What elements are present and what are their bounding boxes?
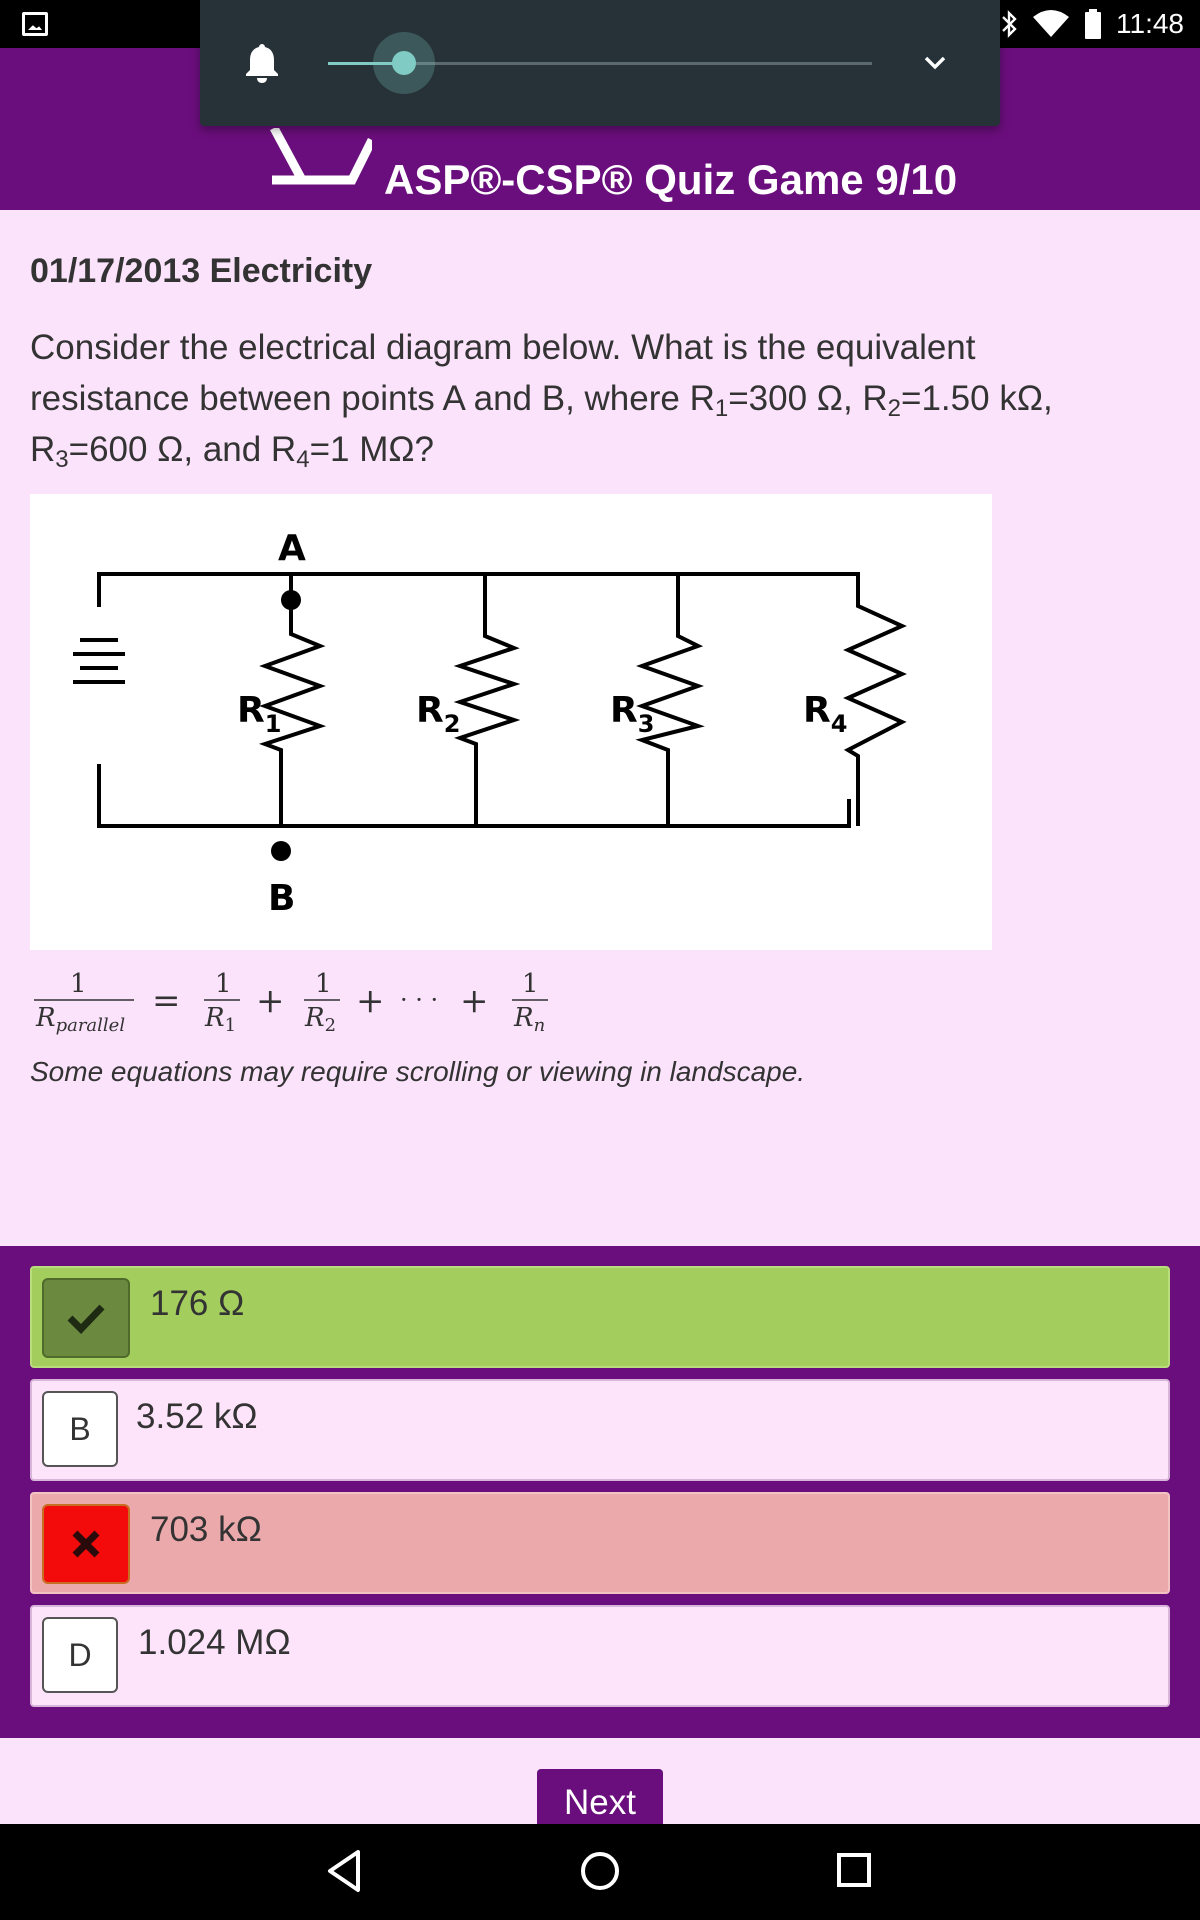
- resistor-r1: [258, 574, 327, 826]
- volume-slider[interactable]: [328, 32, 872, 94]
- r2-value: =1.50 kΩ,: [901, 379, 1053, 418]
- question-line-1: Consider the electrical diagram below. W…: [30, 328, 976, 367]
- volume-slider-fill: [328, 62, 404, 65]
- r2-subscript: 2: [887, 395, 902, 422]
- plus-sign-3: +: [460, 981, 489, 1021]
- answer-marker-c: [42, 1504, 130, 1584]
- recents-icon[interactable]: [836, 1852, 872, 1888]
- volume-slider-thumb[interactable]: [392, 51, 416, 75]
- lhs-denominator: Rparallel: [35, 1003, 125, 1036]
- resistor-r2: [453, 574, 521, 826]
- answer-text-b: 3.52 kΩ: [136, 1397, 258, 1436]
- home-icon[interactable]: [578, 1846, 622, 1896]
- term2-denominator: R2: [304, 1003, 336, 1036]
- navigation-bar: [0, 1824, 1200, 1920]
- top-wire: [97, 572, 860, 607]
- status-time: 11:48: [1116, 8, 1184, 39]
- label-point-b: B: [268, 878, 295, 919]
- circuit-diagram-svg: A B R1 R2 R3 R4: [73, 528, 907, 919]
- wifi-icon: [1033, 10, 1069, 37]
- circuit-diagram: A B R1 R2 R3 R4: [30, 494, 992, 950]
- plus-sign-2: +: [356, 981, 385, 1021]
- answer-text-a: 176 Ω: [150, 1284, 245, 1323]
- answer-option-d[interactable]: D 1.024 MΩ: [30, 1605, 1170, 1707]
- termn-numerator: 1: [522, 969, 539, 999]
- status-icons: 11:48: [1000, 0, 1184, 48]
- gallery-notification-icon: [22, 12, 48, 36]
- r3-subscript: 3: [55, 446, 69, 473]
- node-b: [271, 841, 291, 861]
- question-line-3: R3=600 Ω, and R4=1 MΩ?: [30, 424, 1160, 475]
- r4-value: =1 MΩ?: [309, 430, 434, 469]
- answer-option-a[interactable]: 176 Ω: [30, 1266, 1170, 1368]
- term2-numerator: 1: [315, 969, 332, 999]
- bluetooth-icon: [1002, 10, 1017, 38]
- r3-prefix: R: [30, 430, 56, 469]
- back-icon[interactable]: [322, 1846, 366, 1896]
- question-date-topic: 01/17/2013 Electricity: [30, 252, 373, 290]
- app-title: ASP®-CSP® Quiz Game 9/10: [384, 156, 958, 203]
- resistor-r4: [843, 574, 907, 826]
- label-r2: R2: [416, 690, 460, 738]
- checkmark-icon: [67, 1304, 105, 1334]
- question-text: Consider the electrical diagram below. W…: [30, 322, 1160, 475]
- battery-icon: [1085, 9, 1101, 39]
- resistor-r3: [635, 574, 705, 826]
- cross-icon: [72, 1530, 100, 1558]
- r3-value: =600 Ω, and R: [68, 430, 297, 469]
- label-r3: R3: [610, 690, 654, 738]
- equation-footnote: Some equations may require scrolling or …: [30, 1056, 806, 1087]
- label-r4: R4: [803, 690, 847, 738]
- plus-sign-1: +: [256, 981, 285, 1021]
- volume-popup: [200, 0, 1000, 126]
- r1-value: =300 Ω, R: [728, 379, 888, 418]
- term1-denominator: R1: [204, 1003, 236, 1036]
- question-line-2-text: resistance between points A and B, where…: [30, 379, 715, 418]
- term1-numerator: 1: [215, 969, 232, 999]
- answer-marker-d: D: [42, 1617, 118, 1693]
- node-a: [281, 590, 301, 610]
- answers-panel: 176 Ω B 3.52 kΩ 703 kΩ D 1.024 MΩ: [0, 1246, 1200, 1738]
- question-line-2: resistance between points A and B, where…: [30, 373, 1160, 424]
- answer-text-c: 703 kΩ: [150, 1510, 262, 1549]
- parallel-resistance-formula: 1 Rparallel = 1 R1 + 1 R2 + · · · + 1 Rn: [34, 969, 548, 1036]
- termn-denominator: Rn: [513, 1003, 545, 1036]
- label-point-a: A: [278, 528, 306, 569]
- r1-subscript: 1: [714, 395, 729, 422]
- next-button[interactable]: Next: [537, 1769, 663, 1829]
- r4-subscript: 4: [296, 446, 310, 473]
- answer-marker-a: [42, 1278, 130, 1358]
- answer-option-b[interactable]: B 3.52 kΩ: [30, 1379, 1170, 1481]
- equals-sign: =: [152, 981, 181, 1021]
- chevron-down-icon[interactable]: [920, 48, 950, 78]
- answer-marker-b: B: [42, 1391, 118, 1467]
- app-logo-icon: [270, 128, 372, 185]
- lhs-numerator: 1: [70, 969, 87, 999]
- bell-icon[interactable]: [244, 42, 280, 84]
- answer-text-d: 1.024 MΩ: [138, 1623, 291, 1662]
- answer-option-c[interactable]: 703 kΩ: [30, 1492, 1170, 1594]
- label-r1: R1: [237, 690, 281, 738]
- ellipsis: · · ·: [400, 986, 438, 1014]
